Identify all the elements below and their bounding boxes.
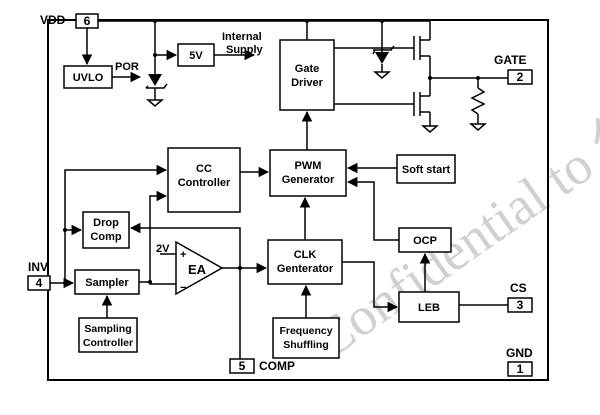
soft-start-label: Soft start [402,164,451,176]
clamp-zener-icon [372,45,395,79]
zener-diode-icon [145,74,168,107]
pin-inv: INV 4 [27,260,51,291]
leb-block: LEB [398,291,460,323]
frequency-shuffling-label-1: Frequency [279,325,332,337]
pin-cs-number: 3 [517,298,524,312]
pin-cs: CS 3 [507,281,533,313]
pin-vdd-number: 6 [84,14,91,28]
pulldown-resistor-icon [468,76,488,131]
uvlo-label: UVLO [73,72,104,84]
clk-generator-block: CLK Genterator [267,239,343,285]
internal-supply-label-2: Supply [226,44,264,56]
frequency-shuffling-label-2: Shuffling [283,339,329,351]
sampler-to-cc-arrow [149,190,168,282]
clk-generator-label-1: CLK [294,249,317,261]
ocp-label: OCP [413,235,437,247]
gate-driver-block: Gate Driver [279,39,335,111]
cc-controller-block: CC Controller [167,147,241,213]
pin-comp: 5 COMP [229,358,295,374]
cc-controller-label-2: Controller [178,177,231,189]
drop-comp-label-1: Drop [93,217,119,229]
pwm-generator-label-2: Generator [282,174,335,186]
pin-comp-number: 5 [239,359,246,373]
gate-driver-label-2: Driver [291,77,324,89]
soft-start-block: Soft start [396,154,456,184]
error-amplifier-label: EA [188,262,207,277]
sampler-label: Sampler [85,277,129,289]
ocp-to-pwm-arrow [346,176,399,241]
ea-minus-sign: − [180,282,186,294]
ea-plus-sign: + [180,249,186,261]
gate-driver-label-1: Gate [295,63,319,75]
clk-generator-label-2: Genterator [277,263,334,275]
vdd-rail [81,19,426,74]
low-side-mosfet-icon [413,78,440,133]
sampler-to-ea-line [139,281,176,285]
sampling-controller-label-1: Sampling [84,323,131,335]
clk-to-leb-arrow [342,261,399,313]
sampling-controller-block: Sampling Controller [78,317,138,353]
drop-comp-label-2: Comp [90,231,121,243]
pwm-generator-block: PWM Generator [269,149,347,197]
regulator-5v-label: 5V [189,50,203,62]
internal-supply-label-1: Internal [222,31,262,43]
ocp-block: OCP [398,227,452,253]
sampler-block: Sampler [74,269,140,295]
vref-2v-label: 2V [156,243,170,255]
error-amplifier: EA + − [175,240,224,296]
pin-gnd-number: 1 [517,362,524,376]
pin-inv-label: INV [28,260,48,274]
pwm-generator-label-1: PWM [295,160,322,172]
pin-gnd: GND 1 [506,346,533,377]
sampling-controller-label-2: Controller [83,337,133,349]
drop-comp-block: Drop Comp [82,211,130,249]
por-label: POR [115,61,139,73]
chip-outline [47,19,549,381]
pin-gate-number: 2 [517,70,524,84]
watermark-text: Confidential to 创达 [302,64,600,370]
inv-to-cc-arrow [64,164,168,283]
pin-gate-label: GATE [494,53,526,67]
frequency-shuffling-block: Frequency Shuffling [272,317,340,359]
ea-to-dropcomp-arrow [129,222,241,268]
pin-gnd-label: GND [506,346,533,360]
pin-comp-label: COMP [259,359,295,373]
pin-gate: GATE 2 [494,53,533,85]
cc-controller-label-1: CC [196,163,212,175]
leb-label: LEB [418,302,440,314]
pin-cs-label: CS [510,281,527,295]
pin-vdd-label: VDD [40,13,66,27]
uvlo-block: UVLO [63,65,113,89]
high-side-mosfet-icon [413,20,431,78]
regulator-5v-block: 5V [177,43,215,67]
pin-inv-number: 4 [36,276,43,290]
